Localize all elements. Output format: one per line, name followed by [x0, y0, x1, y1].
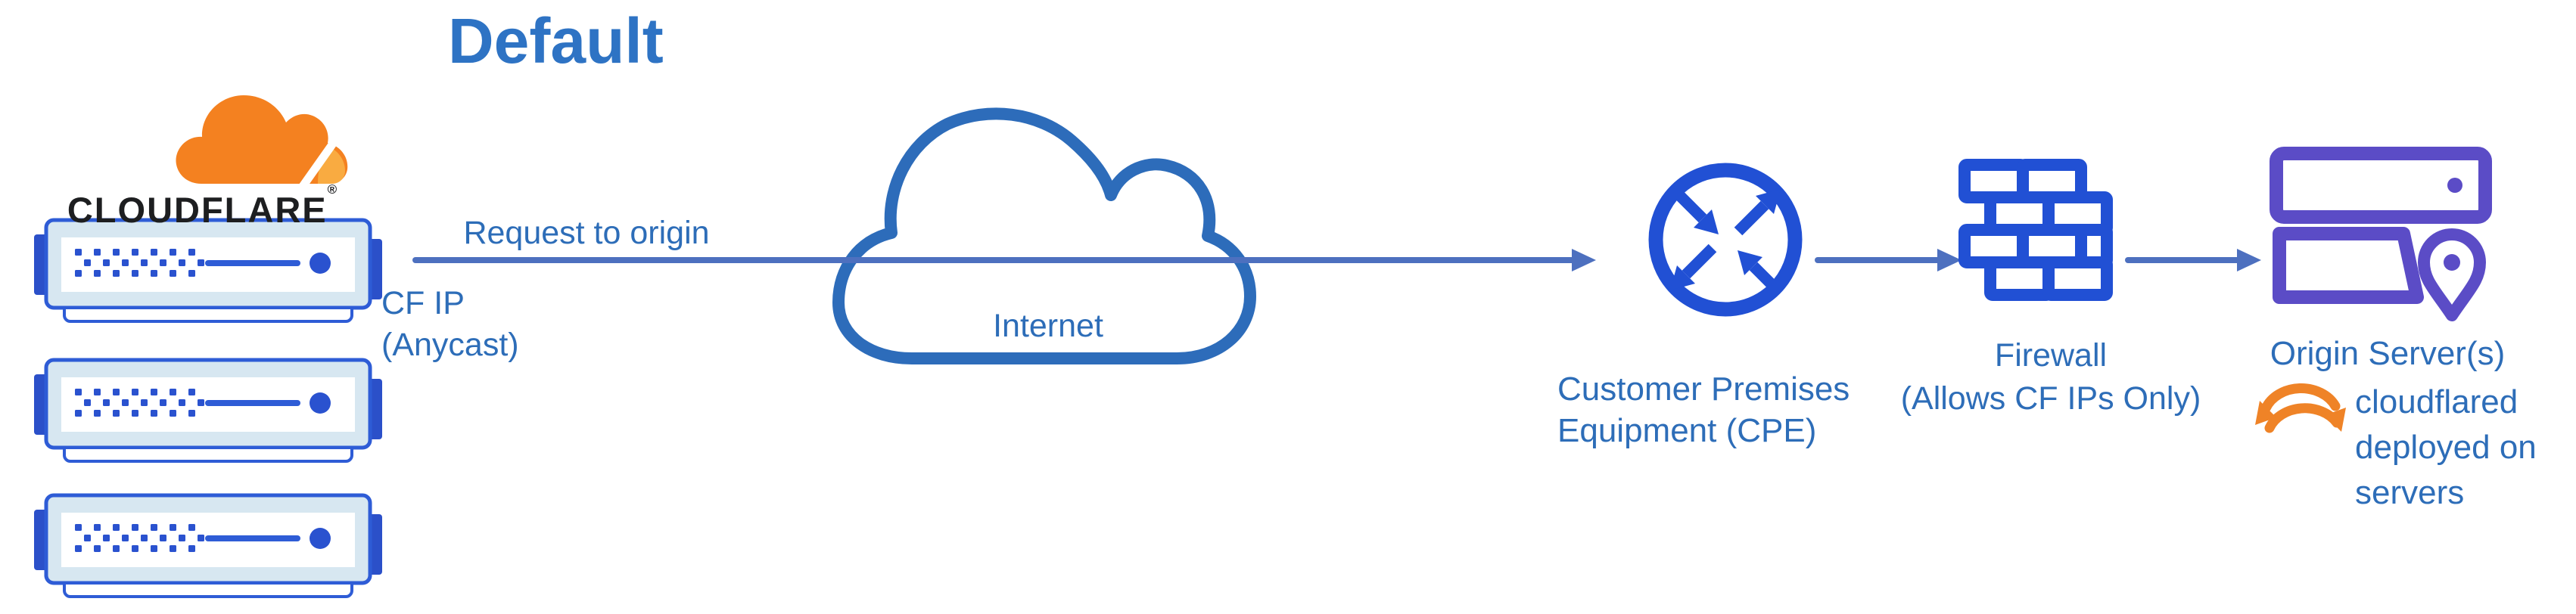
cloudflare-logo-icon [176, 95, 348, 195]
cloudflare-wordmark-text: CLOUDFLARE [67, 190, 328, 230]
cpe-router-icon [1648, 163, 1803, 317]
cloudflared-note-line2: deployed on [2355, 428, 2537, 466]
firewall-label-line2: (Allows CF IPs Only) [1900, 380, 2201, 417]
cpe-label: Customer Premises Equipment (CPE) [1557, 369, 1921, 451]
cpe-label-line1: Customer Premises [1557, 371, 1850, 408]
cpe-label-line2: Equipment (CPE) [1557, 411, 1817, 449]
cf-ip-line1: CF IP [381, 285, 465, 321]
firewall-label: Firewall (Allows CF IPs Only) [1892, 334, 2210, 420]
location-pin-icon [2418, 228, 2486, 321]
firewall-label-line1: Firewall [1994, 337, 2108, 374]
arrow-firewall-to-origin [2125, 249, 2261, 271]
registered-mark: ® [327, 182, 339, 197]
cf-ip-line2: (Anycast) [381, 327, 519, 364]
sync-icon [2255, 383, 2346, 433]
server-icon [34, 495, 382, 597]
internet-label: Internet [993, 308, 1103, 344]
flow-arrows [412, 249, 2261, 271]
request-to-origin-label: Request to origin [463, 215, 710, 251]
origin-servers-label: Origin Server(s) [2270, 335, 2506, 372]
cloudflared-note-line3: servers [2355, 473, 2465, 511]
arrow-cpe-to-firewall [1815, 249, 1962, 271]
cf-ip-anycast-label: CF IP (Anycast) [381, 283, 654, 367]
server-icon [34, 220, 382, 321]
firewall-icon [1958, 159, 2113, 301]
cloudflared-note: cloudflared deployed on servers [2355, 380, 2576, 515]
cloudflare-wordmark: CLOUDFLARE® [44, 182, 362, 231]
origin-servers-icon [2270, 147, 2492, 321]
arrow-request-to-cpe [412, 249, 1596, 271]
server-icon [34, 360, 382, 461]
cloudflared-note-line1: cloudflared [2355, 383, 2518, 420]
diagram-title: Default [448, 5, 664, 76]
